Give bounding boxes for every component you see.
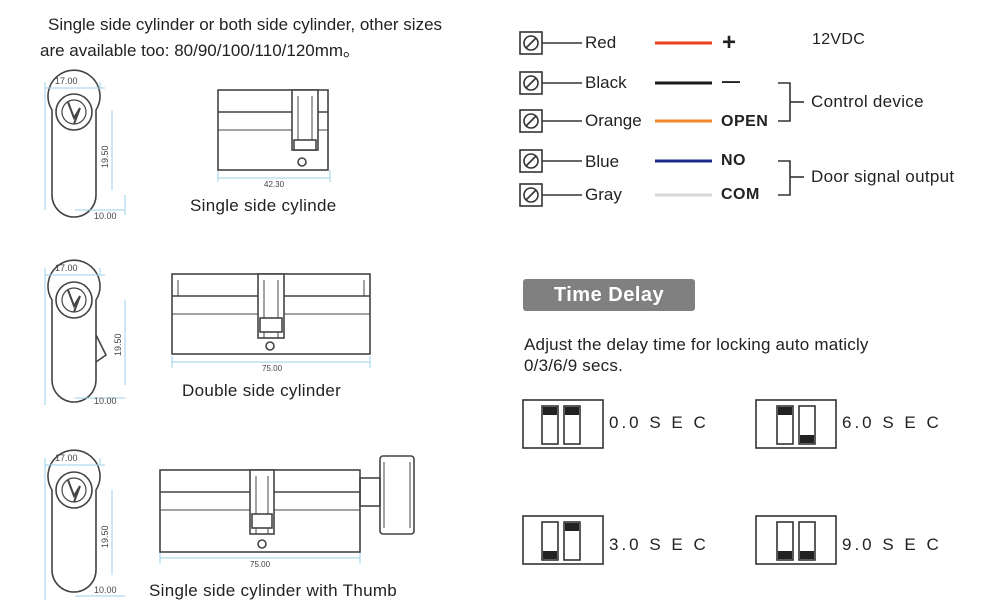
- cylinder-3-dim-side: 19.50: [100, 525, 110, 548]
- cylinder-2-caption: Double side cylinder: [182, 381, 342, 400]
- dip-label-0sec: 0.0 S E C: [609, 413, 709, 432]
- door-signal-label: Door signal output: [811, 167, 955, 186]
- dip-switch-0sec: [522, 399, 604, 449]
- dip-switch-9sec: [755, 515, 837, 565]
- time-delay-title: Time Delay: [523, 279, 695, 311]
- dip-switch-3sec: [522, 515, 604, 565]
- cylinder-1-front-view: [47, 69, 101, 218]
- cylinder-2-dim-length: 75.00: [262, 364, 283, 373]
- wire-function-no: NO: [721, 152, 746, 169]
- cylinder-3-caption: Single side cylinder with Thumb: [149, 581, 398, 600]
- wire-function-com: COM: [721, 186, 760, 203]
- cylinder-3-dimensions: [44, 458, 361, 600]
- cylinder-1-side-view: [217, 89, 329, 171]
- power-label: 12VDC: [812, 31, 866, 48]
- dip-label-3sec: 3.0 S E C: [609, 535, 709, 554]
- cylinder-2-side-view: [171, 273, 371, 355]
- wire-function-plus: +: [722, 29, 737, 56]
- time-delay-description-line-2: 0/3/6/9 secs.: [524, 356, 623, 375]
- wire-function-open: OPEN: [721, 113, 769, 130]
- wire-label-gray: Gray: [585, 185, 622, 204]
- dip-label-6sec: 6.0 S E C: [842, 413, 942, 432]
- dip-label-9sec: 9.0 S E C: [842, 535, 942, 554]
- cylinder-1-dim-bottom: 10.00: [94, 211, 117, 221]
- wire-label-red: Red: [585, 33, 617, 52]
- control-bracket: [778, 82, 804, 122]
- cylinder-2-dim-bottom: 10.00: [94, 396, 117, 406]
- wire-label-black: Black: [585, 73, 627, 92]
- cylinder-2-dim-top: 17.00: [55, 263, 78, 273]
- wire-function-minus: —: [722, 71, 740, 91]
- wire-label-orange: Orange: [585, 111, 642, 130]
- cylinder-3-dim-top: 17.00: [55, 453, 78, 463]
- cylinder-3-front-view: [47, 449, 101, 593]
- cylinder-1-dim-side: 19.50: [100, 145, 110, 168]
- cylinder-1-dim-top: 17.00: [55, 76, 78, 86]
- intro-line-2: are available too: 80/90/100/110/120mm。: [40, 41, 361, 60]
- cylinder-2-front-view: [47, 259, 108, 403]
- cylinder-1-caption: Single side cylinde: [190, 196, 337, 215]
- intro-line-1: Single side cylinder or both side cylind…: [48, 15, 443, 34]
- dip-switch-6sec: [755, 399, 837, 449]
- cylinder-3-dim-length: 75.00: [250, 560, 271, 569]
- cylinder-3-dim-bottom: 10.00: [94, 585, 117, 595]
- cylinder-2-dim-side: 19.50: [113, 333, 123, 356]
- cylinder-3-side-view: [159, 455, 415, 553]
- time-delay-description: Adjust the delay time for locking auto m…: [524, 334, 869, 376]
- time-delay-description-line-1: Adjust the delay time for locking auto m…: [524, 335, 869, 354]
- cylinder-1-dim-length: 42.30: [264, 180, 285, 189]
- cylinder-2-dimensions: [44, 268, 371, 405]
- wire-label-blue: Blue: [585, 152, 620, 171]
- terminal-block: [519, 31, 582, 207]
- control-device-label: Control device: [811, 92, 924, 111]
- signal-bracket: [778, 160, 804, 196]
- cylinder-1-dimensions: [44, 82, 331, 215]
- intro-text: Single side cylinder or both side cylind…: [40, 12, 442, 64]
